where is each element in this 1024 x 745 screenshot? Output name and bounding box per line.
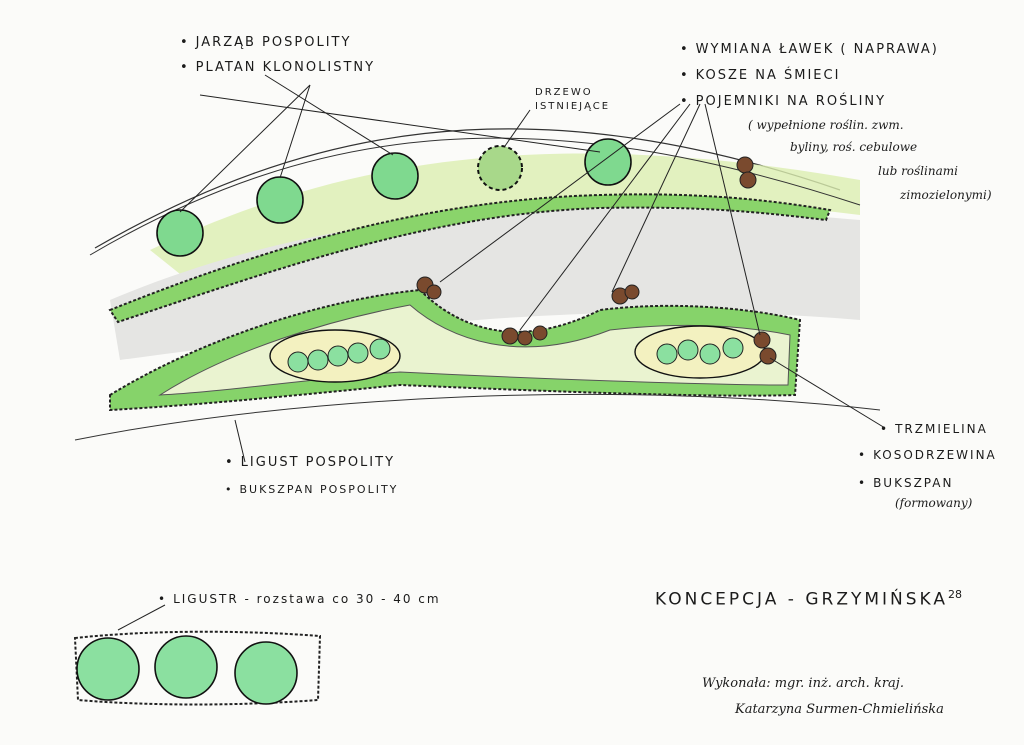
note-planters-1: ( wypełnione roślin. zwm. xyxy=(748,118,904,132)
label-existing-tree-1: DRZEWO xyxy=(535,87,593,98)
shrub-row-left xyxy=(287,338,391,373)
label-bukszpan-note: (formowany) xyxy=(895,496,973,510)
label-bukszpan-pospolity: BUKSZPAN POSPOLITY xyxy=(225,483,398,496)
author-line-1: Wykonała: mgr. inż. arch. kraj. xyxy=(702,676,904,691)
label-trzmielina: TRZMIELINA xyxy=(880,422,988,436)
upper-hedge xyxy=(108,193,832,324)
tree-symbols xyxy=(156,138,632,257)
label-ligust: LIGUST POSPOLITY xyxy=(225,455,395,470)
label-bukszpan: BUKSZPAN xyxy=(858,476,953,490)
page-title-text: KONCEPCJA - GRZYMIŃSKA xyxy=(655,589,949,610)
hedge-detail-shrubs xyxy=(76,635,298,705)
page-title-number: 28 xyxy=(948,588,963,601)
label-planters: POJEMNIKI NA ROŚLINY xyxy=(680,94,886,109)
label-bins: KOSZE NA ŚMIECI xyxy=(680,68,840,83)
note-planters-3: lub roślinami xyxy=(878,164,958,178)
label-hedge-spacing: LIGUSTR - rozstawa co 30 - 40 cm xyxy=(158,592,441,606)
note-planters-2: byliny, roś. cebulowe xyxy=(790,140,918,154)
author-line-2: Katarzyna Surmen-Chmielińska xyxy=(735,702,944,717)
hedge-detail-pointer xyxy=(117,604,166,631)
existing-tree xyxy=(477,145,523,191)
hedge-detail-outline xyxy=(73,630,322,706)
upper-boundary-line xyxy=(94,128,841,249)
note-planters-4: zimozielonymi) xyxy=(900,188,992,202)
label-existing-tree-2: ISTNIEJĄCE xyxy=(535,101,611,112)
page-title: KONCEPCJA - GRZYMIŃSKA28 xyxy=(655,588,962,610)
label-benches: WYMIANA ŁAWEK ( NAPRAWA) xyxy=(680,42,939,57)
lawn-strip-top xyxy=(150,153,860,290)
planters xyxy=(416,156,777,365)
label-platan: PLATAN KLONOLISTNY xyxy=(180,60,375,75)
shrub-row-right xyxy=(656,337,744,365)
label-jarzab: JARZĄB POSPOLITY xyxy=(180,35,351,50)
label-kosodrzewina: KOSODRZEWINA xyxy=(858,448,997,462)
bottom-boundary-line xyxy=(74,393,881,441)
pointer-lines xyxy=(179,74,886,463)
